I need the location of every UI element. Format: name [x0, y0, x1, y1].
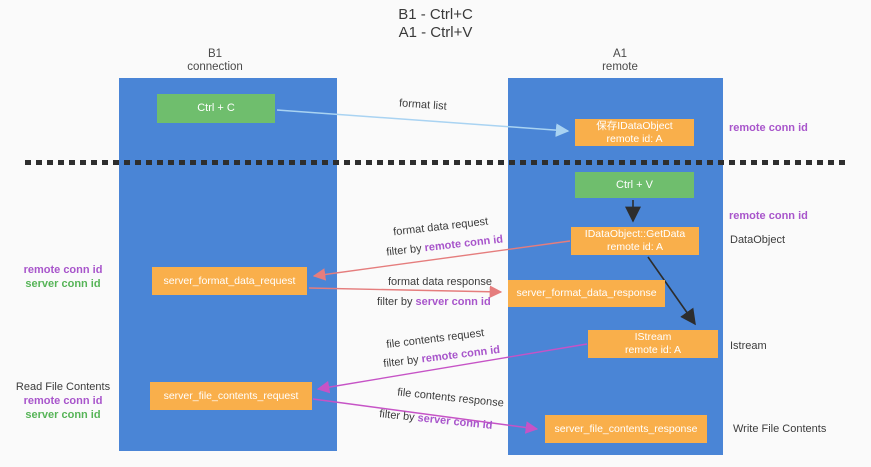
istream-line2: remote id: A [624, 344, 682, 356]
ctrl-c-box: Ctrl + C [157, 94, 275, 123]
format-data-response-arrow [308, 285, 503, 299]
server-file-contents-response-box: server_file_contents_response [545, 415, 707, 443]
lifeline-header-b1: B1 connection [160, 48, 270, 74]
idataobject-getdata-box: IDataObject::GetData remote id: A [571, 227, 699, 255]
filter-by-server-conn-id-label-1: filter by server conn id [377, 296, 491, 308]
ctrl-v-label: Ctrl + V [616, 178, 653, 191]
diagram-title: B1 - Ctrl+C A1 - Ctrl+V [0, 6, 871, 42]
filter-by-text: filter by [378, 408, 419, 425]
server-format-data-request-box: server_format_data_request [152, 267, 307, 295]
left-conn-id-labels: remote conn id server conn id [8, 263, 118, 291]
lifeline-b1-name: B1 [207, 48, 223, 60]
istream-box: IStream remote id: A [588, 330, 718, 358]
dataobject-label: DataObject [730, 234, 786, 246]
save-idataobject-line2: remote id: A [606, 132, 663, 145]
getdata-line1: IDataObject::GetData [584, 228, 686, 240]
server-file-contents-request-box: server_file_contents_request [150, 382, 312, 410]
filter-by-text: filter by [377, 296, 416, 308]
left-remote-conn-id-label: remote conn id [23, 264, 103, 276]
left-server-conn-id-label: server conn id [25, 278, 101, 290]
file-contents-response-label: file contents response [396, 386, 505, 410]
format-data-response-label: format data response [388, 276, 492, 288]
ctrl-v-box: Ctrl + V [575, 172, 694, 198]
left-server-conn-id-label-2: server conn id [25, 409, 101, 421]
filter-by-text: filter by [385, 242, 426, 259]
write-file-contents-label: Write File Contents [733, 423, 827, 435]
server-conn-id-text: server conn id [415, 296, 491, 308]
getdata-line2: remote id: A [606, 241, 664, 253]
save-idataobject-line1: 保存IDataObject [596, 119, 673, 132]
title-line-2: A1 - Ctrl+V [398, 24, 473, 41]
session-divider-dashed-line [25, 160, 845, 165]
server-conn-id-text: server conn id [416, 412, 494, 432]
lifeline-a1-name: A1 [612, 48, 628, 60]
filter-by-text: filter by [382, 353, 423, 371]
ctrl-c-label: Ctrl + C [197, 102, 235, 114]
format-data-request-label: format data request [392, 215, 489, 239]
server-file-contents-response-label: server_file_contents_response [554, 422, 698, 435]
save-idataobject-box: 保存IDataObject remote id: A [575, 119, 694, 146]
right-remote-conn-id-label-mid: remote conn id [729, 210, 808, 222]
lifeline-b1-role: connection [187, 61, 243, 73]
istream-line1: IStream [634, 331, 672, 343]
server-file-contents-request-label: server_file_contents_request [163, 389, 299, 402]
server-format-data-request-label: server_format_data_request [163, 274, 296, 287]
format-list-label: format list [398, 97, 448, 113]
read-file-contents-label: Read File Contents [15, 381, 111, 393]
right-remote-conn-id-label-top: remote conn id [729, 122, 808, 134]
title-line-1: B1 - Ctrl+C [398, 6, 473, 23]
remote-conn-id-text: remote conn id [420, 343, 501, 366]
server-format-data-response-label: server_format_data_response [516, 287, 657, 299]
filter-by-server-conn-id-label-2: filter by server conn id [379, 408, 493, 432]
remote-conn-id-text: remote conn id [423, 233, 504, 255]
istream-side-label: Istream [730, 340, 767, 352]
lifeline-header-a1: A1 remote [565, 48, 675, 74]
lifeline-a1-role: remote [602, 61, 638, 73]
read-file-contents-block: Read File Contents remote conn id server… [8, 380, 118, 422]
server-format-data-response-box: server_format_data_response [508, 280, 665, 307]
left-remote-conn-id-label-2: remote conn id [23, 395, 103, 407]
